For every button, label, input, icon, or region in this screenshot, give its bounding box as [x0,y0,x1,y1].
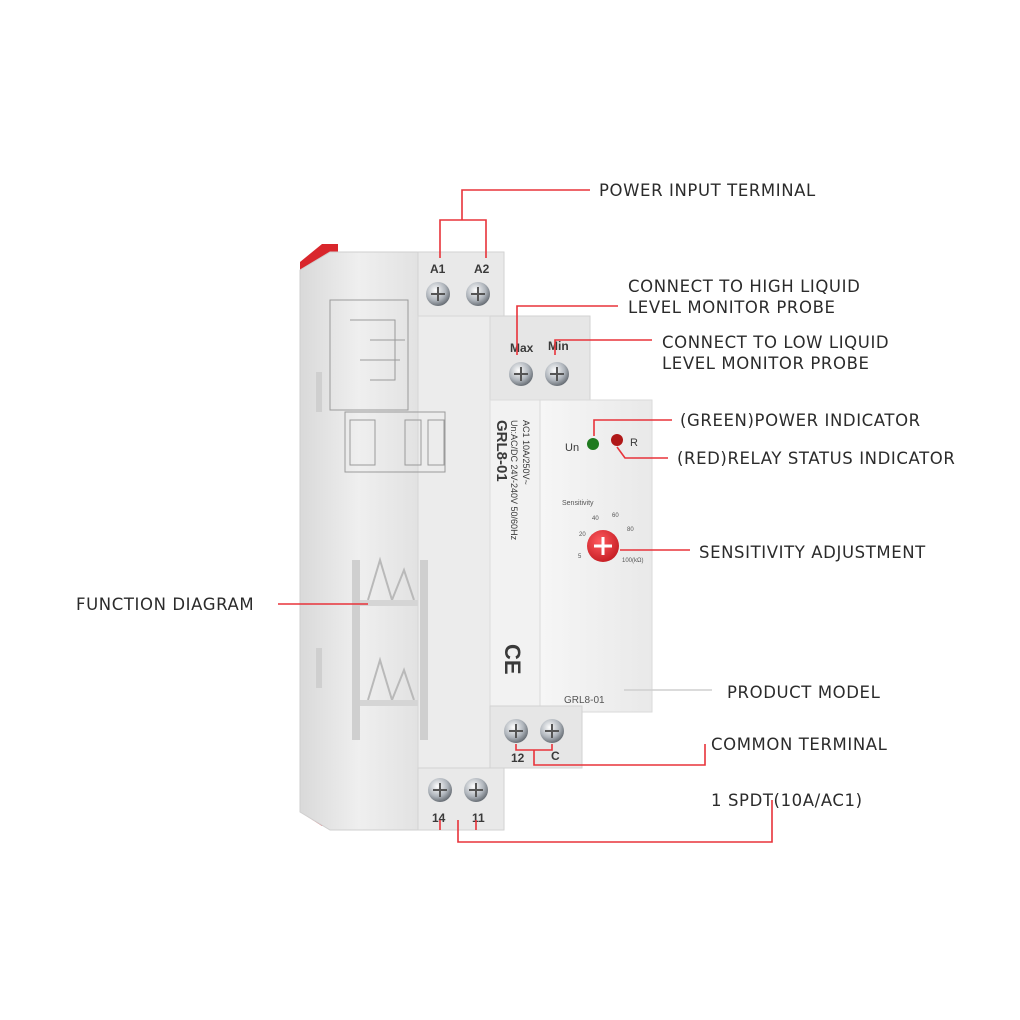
terminal-label-a1: A1 [430,262,446,276]
led-panel: Un R [565,434,638,454]
center-column [417,315,491,769]
leader-power-led [593,419,672,436]
terminal-label-c: C [551,749,560,763]
printed-spec-line1: Un:AC/DC 24V-240V 50/60Hz [509,420,519,541]
leader-common-terminal [515,744,706,766]
knob-scale-80: 80 [627,527,634,533]
screw-11 [464,778,488,802]
callout-power-input-terminal: POWER INPUT TERMINAL [599,181,816,200]
callout-relay-status-indicator: (RED)RELAY STATUS INDICATOR [677,449,956,468]
leader-power-input [439,189,590,258]
leader-high-probe [516,305,618,355]
callout-power-indicator: (GREEN)POWER INDICATOR [680,411,921,430]
bottom-terminal-block [417,767,505,831]
knob-title: Sensitivity [562,500,594,507]
screw-12 [504,719,528,743]
vent-slot [316,372,322,412]
knob-scale-20: 20 [579,532,586,538]
callout-function-diagram: FUNCTION DIAGRAM [76,595,255,614]
screw-min [545,362,569,386]
front-model-label: GRL8-01 [564,695,605,706]
sensitivity-knob-assembly: Sensitivity 5 20 40 60 80 100(kΩ) [562,500,644,564]
screw-max [509,362,533,386]
callout-high-probe-line1: CONNECT TO HIGH LIQUID [628,277,861,296]
function-diagram-graphic [352,556,428,740]
callout-product-model: PRODUCT MODEL [727,683,881,702]
leader-lines [278,189,773,843]
terminal-label-a2: A2 [474,262,490,276]
leader-relay-led [616,446,668,459]
printed-spec-line2: AC1 10A/250V~ [521,420,531,485]
ce-mark: CE [500,644,525,675]
screw-terminals [426,282,569,802]
knob-scale-40: 40 [592,516,599,522]
lower-step [489,705,583,769]
knob-slot-icon [594,537,612,555]
terminal-label-max: Max [510,341,534,355]
vent-slot [316,648,322,688]
side-wiring-diagram [329,299,446,473]
printed-model: GRL8-01 [493,420,510,482]
callout-spdt: 1 SPDT(10A/AC1) [711,791,863,810]
terminal-label-14: 14 [432,811,446,825]
side-panel [299,251,419,831]
callout-common-terminal: COMMON TERMINAL [711,735,888,754]
knob-scale-5: 5 [578,554,582,560]
leader-spdt [439,800,773,843]
callout-sensitivity-adjustment: SENSITIVITY ADJUSTMENT [699,543,926,562]
power-led [587,438,599,450]
led-label-r: R [630,437,638,449]
screw-a2 [466,282,490,306]
relay-led [611,434,623,446]
callout-low-probe-line2: LEVEL MONITOR PROBE [662,354,870,373]
terminal-label-min: Min [548,339,569,353]
terminal-label-12: 12 [511,751,525,765]
screw-c [540,719,564,743]
callout-low-probe: CONNECT TO LOW LIQUID LEVEL MONITOR PROB… [662,332,889,374]
leader-low-probe [554,339,652,355]
callout-high-probe: CONNECT TO HIGH LIQUID LEVEL MONITOR PRO… [628,276,860,318]
callout-low-probe-line1: CONNECT TO LOW LIQUID [662,333,890,352]
knob-scale-100: 100(kΩ) [622,558,644,564]
screw-a1 [426,282,450,306]
terminal-label-11: 11 [472,811,485,825]
knob-scale-60: 60 [612,513,619,519]
callout-high-probe-line2: LEVEL MONITOR PROBE [628,298,836,317]
led-label-un: Un [565,442,579,454]
screw-14 [428,778,452,802]
